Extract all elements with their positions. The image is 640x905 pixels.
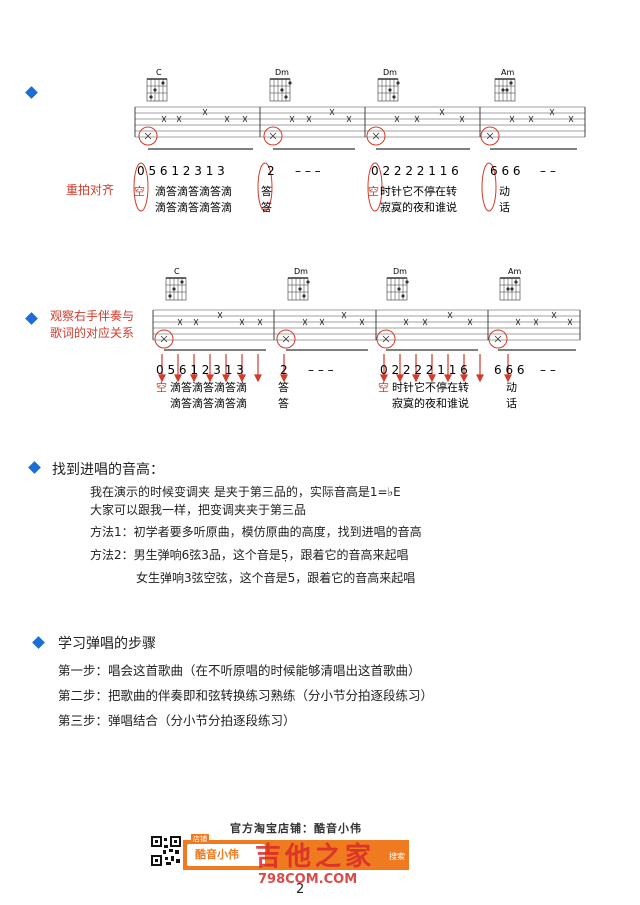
chord-diagram-c: C — [146, 68, 168, 102]
lyric: 时针它不停在转 — [392, 380, 469, 394]
beat-circles — [133, 126, 500, 212]
chord-diagram-am: Am — [494, 68, 516, 102]
chord-name: Dm — [294, 267, 308, 276]
shop-title: 官方淘宝店铺：酷音小伟 — [230, 822, 362, 835]
lyric: 时针它不停在转 — [380, 184, 457, 198]
lyric: 滴答滴答滴答滴 — [170, 380, 247, 394]
notation-rest: – – — [540, 164, 556, 178]
notation-bar-1: 0 5 6 1 2 3 1 3 — [156, 363, 244, 377]
search-label[interactable]: 搜索 — [389, 852, 405, 861]
lyric: 滴答滴答滴答滴 — [155, 200, 232, 214]
page-number: 2 — [296, 882, 305, 897]
notation-bar-2: 2 — [280, 363, 288, 377]
mapping-arrows — [158, 354, 512, 383]
lyric: 答 — [278, 380, 289, 394]
bullet-diamond-icon — [28, 461, 41, 474]
lyric-red: 空 — [134, 184, 145, 198]
score-2: C Dm Dm Am — [152, 267, 581, 410]
chord-diagram-dm: Dm — [386, 267, 409, 301]
lyric: 答 — [261, 200, 272, 214]
brand-name: 酷音小伟 — [195, 848, 239, 861]
tab-staff — [134, 106, 586, 138]
strum-marks — [160, 311, 573, 343]
lyric: 滴答滴答滴答滴 — [170, 396, 247, 410]
beat-circles — [154, 329, 508, 349]
chord-name: Am — [501, 68, 514, 77]
watermark-url: 798COM.COM — [258, 872, 358, 887]
score-1: C Dm Dm Am — [133, 68, 586, 214]
annotation-line: 观察右手伴奏与 — [50, 309, 135, 323]
lyric: 答 — [278, 396, 289, 410]
annotation-right-hand: 观察右手伴奏与 歌词的对应关系 — [50, 308, 134, 342]
bullet-diamond-icon — [32, 636, 45, 649]
tab-staff — [152, 309, 581, 341]
lyric: 答 — [261, 184, 272, 198]
chord-diagram-dm: Dm — [287, 267, 310, 301]
chord-diagram-c: C — [165, 267, 187, 301]
strum-marks — [144, 108, 574, 140]
shop-banner[interactable]: 店铺 酷音小伟 搜索 — [183, 834, 409, 870]
chord-diagram-dm: Dm — [269, 68, 292, 102]
chord-name: C — [174, 267, 180, 276]
section-title-steps: 学习弹唱的步骤 — [58, 636, 156, 652]
bullet-diamond-icon — [25, 86, 38, 99]
notation-bar-4: 6 6 6 — [494, 363, 525, 377]
lyric: 话 — [499, 201, 510, 214]
chord-name: C — [156, 68, 162, 77]
section-title-pitch: 找到进唱的音高： — [52, 462, 164, 478]
lyric-red: 空 — [368, 184, 379, 198]
bullet-diamond-icon — [25, 312, 38, 325]
chord-diagram-am: Am — [499, 267, 521, 301]
pitch-method-2-female: 女生弹响3弦空弦，这个音是5，跟着它的音高来起唱 — [136, 571, 416, 585]
pitch-method-2-male: 方法2：男生弹响6弦3品，这个音是5̣，跟着它的音高来起唱 — [90, 548, 409, 562]
chord-name: Dm — [383, 68, 397, 77]
pitch-line-1: 我在演示的时候变调夹 是夹于第三品的，实际音高是1=♭E — [90, 485, 401, 499]
shop-tag: 店铺 — [191, 834, 209, 844]
step-3: 第三步：弹唱结合（分小节分拍逐段练习） — [58, 713, 296, 728]
step-2: 第二步：把歌曲的伴奏即和弦转换练习熟练（分小节分拍逐段练习） — [58, 688, 434, 703]
lyric: 滴答滴答滴答滴 — [155, 184, 232, 198]
annotation-line: 歌词的对应关系 — [50, 326, 135, 340]
lyric: 话 — [506, 397, 517, 410]
notation-bar-2: 2 — [267, 164, 275, 178]
pitch-line-2: 大家可以跟我一样，把变调夹夹于第三品 — [90, 503, 307, 517]
annotation-beat-align: 重拍对齐 — [66, 183, 115, 197]
chord-name: Dm — [275, 68, 289, 77]
watermark-text: 吉他之家 — [255, 842, 376, 872]
notation-rest: – – — [540, 363, 556, 377]
brand-box — [187, 844, 265, 866]
lyric: 动 — [499, 185, 510, 198]
lyric: 动 — [506, 381, 517, 394]
step-1: 第一步：唱会这首歌曲（在不听原唱的时候能够清唱出这首歌曲） — [58, 663, 421, 678]
lyric-red: 空 — [378, 380, 389, 394]
chord-diagram-dm: Dm — [377, 68, 400, 102]
lyric: 寂寞的夜和谁说 — [380, 200, 457, 214]
notation-bar-1: 0 5 6 1 2 3 1 3 — [137, 164, 225, 178]
notation-bar-4: 6 6 6 — [490, 164, 521, 178]
chord-name: Dm — [393, 267, 407, 276]
qr-code-icon — [151, 836, 181, 866]
pitch-method-1: 方法1：初学者要多听原曲，模仿原曲的高度，找到进唱的音高 — [90, 525, 422, 539]
notation-rest: – – – — [308, 363, 334, 377]
lyric-red: 空 — [156, 380, 167, 394]
chord-name: Am — [508, 267, 521, 276]
notation-rest: – – – — [295, 164, 321, 178]
notation-bar-3: 0 2 2 2 2 1 1 6 — [380, 363, 468, 377]
notation-bar-3: 0 2 2 2 2 1 1 6 — [371, 164, 459, 178]
lyric: 寂寞的夜和谁说 — [392, 396, 469, 410]
